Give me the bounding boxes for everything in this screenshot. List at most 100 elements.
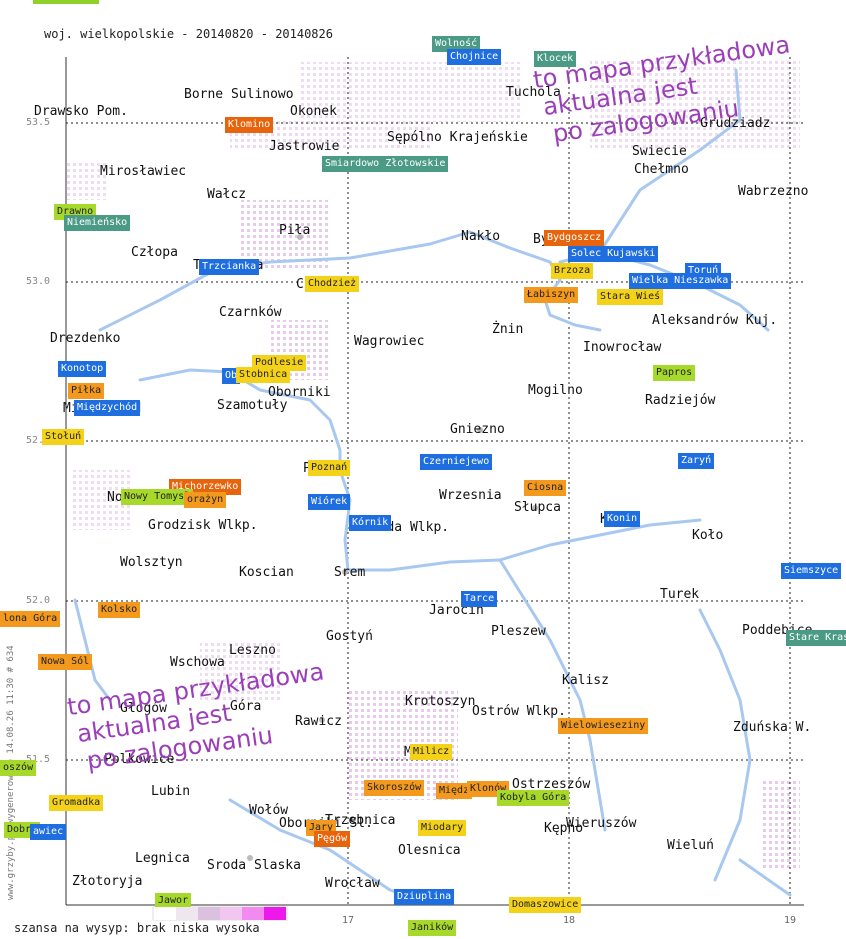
forecast-badge[interactable]: Stołuń <box>42 429 85 445</box>
city-label: Rawicz <box>295 714 342 729</box>
forecast-badge[interactable]: Chojnice <box>447 49 502 65</box>
lon-label: 18 <box>563 915 576 926</box>
forecast-badge[interactable]: Kolsko <box>98 602 141 618</box>
forecast-badge[interactable]: Międz <box>436 783 473 799</box>
city-label: Piła <box>279 223 311 238</box>
forecast-badge[interactable]: Stobnica <box>236 367 291 383</box>
city-label: Koło <box>692 528 724 543</box>
forecast-badge[interactable]: Miodary <box>418 820 467 836</box>
forecast-badge[interactable]: Tarce <box>461 591 498 607</box>
forecast-badge[interactable]: Czerniejewo <box>420 454 493 470</box>
forecast-badge[interactable]: Pęgów <box>314 831 351 847</box>
city-label: Olesnica <box>398 843 461 858</box>
lon-label: 17 <box>342 915 355 926</box>
city-label: Drezdenko <box>50 331 121 346</box>
city-label: Turek <box>660 587 700 602</box>
city-label: Złotoryja <box>72 874 143 889</box>
forecast-badge[interactable]: Poznań <box>308 460 351 476</box>
lat-label: 53.0 <box>26 276 51 287</box>
forecast-badge[interactable]: Łabiszyn <box>524 287 579 303</box>
legend-label: szansa na wysyp: brak niska wysoka <box>14 921 260 935</box>
city-label: Grodzisk Wlkp. <box>148 518 258 533</box>
city-label: Swiecie <box>632 144 687 159</box>
forecast-badge[interactable]: oszów <box>0 760 37 776</box>
city-label: Gniezno <box>450 422 505 437</box>
forecast-badge[interactable]: Smiardowo Złotowskie <box>322 156 449 172</box>
forecast-badge[interactable]: Zaryń <box>678 453 715 469</box>
forecast-badge[interactable]: Kórnik <box>349 515 392 531</box>
forecast-badge[interactable]: Wiórek <box>308 494 351 510</box>
forecast-badge[interactable]: Wielka Nieszawka <box>629 273 732 289</box>
forecast-badge[interactable]: Dziuplina <box>394 889 455 905</box>
city-label: Żnin <box>492 322 524 337</box>
forecast-badge[interactable]: Papros <box>653 365 696 381</box>
forecast-badge[interactable]: Klomino <box>225 117 274 133</box>
legend-swatch <box>220 907 242 920</box>
forecast-badge[interactable]: Kobyla Góra <box>497 790 570 806</box>
city-label: Głogów <box>120 701 167 716</box>
city-label: Drawsko Pom. <box>34 104 128 119</box>
city-label: Mirosławiec <box>100 164 187 179</box>
forecast-badge[interactable]: Międzychód <box>74 400 141 416</box>
city-label: Czarnków <box>219 305 282 320</box>
city-label: Gostyń <box>326 629 373 644</box>
lat-label: 53.5 <box>26 117 51 128</box>
grid <box>66 57 804 905</box>
city-label: Nakło <box>461 229 501 244</box>
city-label: Wieluń <box>667 838 714 853</box>
forecast-badge[interactable]: Wielowieseziny <box>558 718 649 734</box>
city-label: Wagrowiec <box>354 334 425 349</box>
forecast-badge[interactable]: Trzcianka <box>199 259 260 275</box>
forecast-badge[interactable]: Milicz <box>410 744 453 760</box>
lat-label: 51.5 <box>26 754 51 765</box>
forecast-badge[interactable]: Skoroszów <box>364 780 425 796</box>
city-label: Krotoszyn <box>405 694 476 709</box>
city-label: Srem <box>334 565 366 580</box>
legend-swatch <box>154 907 176 920</box>
forecast-badge[interactable]: Brzoza <box>551 263 594 279</box>
city-label: Wałcz <box>207 187 247 202</box>
city-label: Radziejów <box>645 393 716 408</box>
city-label: Tuchola <box>506 85 561 100</box>
city-label: Wolsztyn <box>120 555 183 570</box>
forecast-badge[interactable]: lona Góra <box>0 611 61 627</box>
forecast-badge[interactable]: awiec <box>30 824 67 840</box>
forecast-badge[interactable]: Wolność <box>432 36 481 52</box>
forecast-badge[interactable]: Konotop <box>58 361 107 377</box>
legend-swatch <box>264 907 286 920</box>
forecast-badge[interactable]: Klocek <box>534 51 577 67</box>
lat-label: 52.0 <box>26 595 51 606</box>
forecast-badge[interactable]: Domaszowice <box>509 897 582 913</box>
forecast-badge[interactable]: Chodzież <box>305 276 360 292</box>
forecast-badge[interactable]: Ciosna <box>524 480 567 496</box>
top-bar <box>33 0 99 4</box>
forecast-badge[interactable]: Konin <box>604 511 641 527</box>
forecast-badge[interactable]: Piłka <box>68 383 105 399</box>
city-label: Trzebnica <box>325 813 396 828</box>
forecast-badge[interactable]: Stara Wieś <box>597 289 664 305</box>
city-label: Wołów <box>249 803 289 818</box>
city-label: Słupca <box>514 500 561 515</box>
forecast-badge[interactable]: orażyn <box>184 492 227 508</box>
forecast-badge[interactable]: Niemieńsko <box>64 215 131 231</box>
forecast-badge[interactable]: Solec Kujawski <box>568 246 659 262</box>
forecast-badge[interactable]: Siemszyce <box>781 563 842 579</box>
forecast-badge[interactable]: Jawor <box>155 893 192 909</box>
city-label: Grudziadz <box>700 116 771 131</box>
city-label: Zduńska W. <box>733 720 812 735</box>
city-label: Oborniki <box>268 385 331 400</box>
city-label: Aleksandrów Kuj. <box>652 313 778 328</box>
city-label: Legnica <box>135 851 190 866</box>
city-label: Ostrzeszów <box>512 777 591 792</box>
lon-label: 19 <box>784 915 797 926</box>
lat-label: 52.5 <box>26 435 51 446</box>
forecast-badge[interactable]: Nowa Sól <box>38 654 93 670</box>
forecast-badge[interactable]: Gromadka <box>49 795 104 811</box>
forecast-badge[interactable]: Bydgoszcz <box>544 230 605 246</box>
forecast-badge[interactable]: Ob <box>222 368 241 384</box>
forecast-badge[interactable]: Janików <box>408 920 457 936</box>
city-label: Wrzesnia <box>439 488 502 503</box>
forecast-badge[interactable]: Stare Krasz <box>786 630 846 646</box>
forecast-badge[interactable]: Nowy Tomysl <box>121 489 194 505</box>
city-label: Kalisz <box>562 673 609 688</box>
